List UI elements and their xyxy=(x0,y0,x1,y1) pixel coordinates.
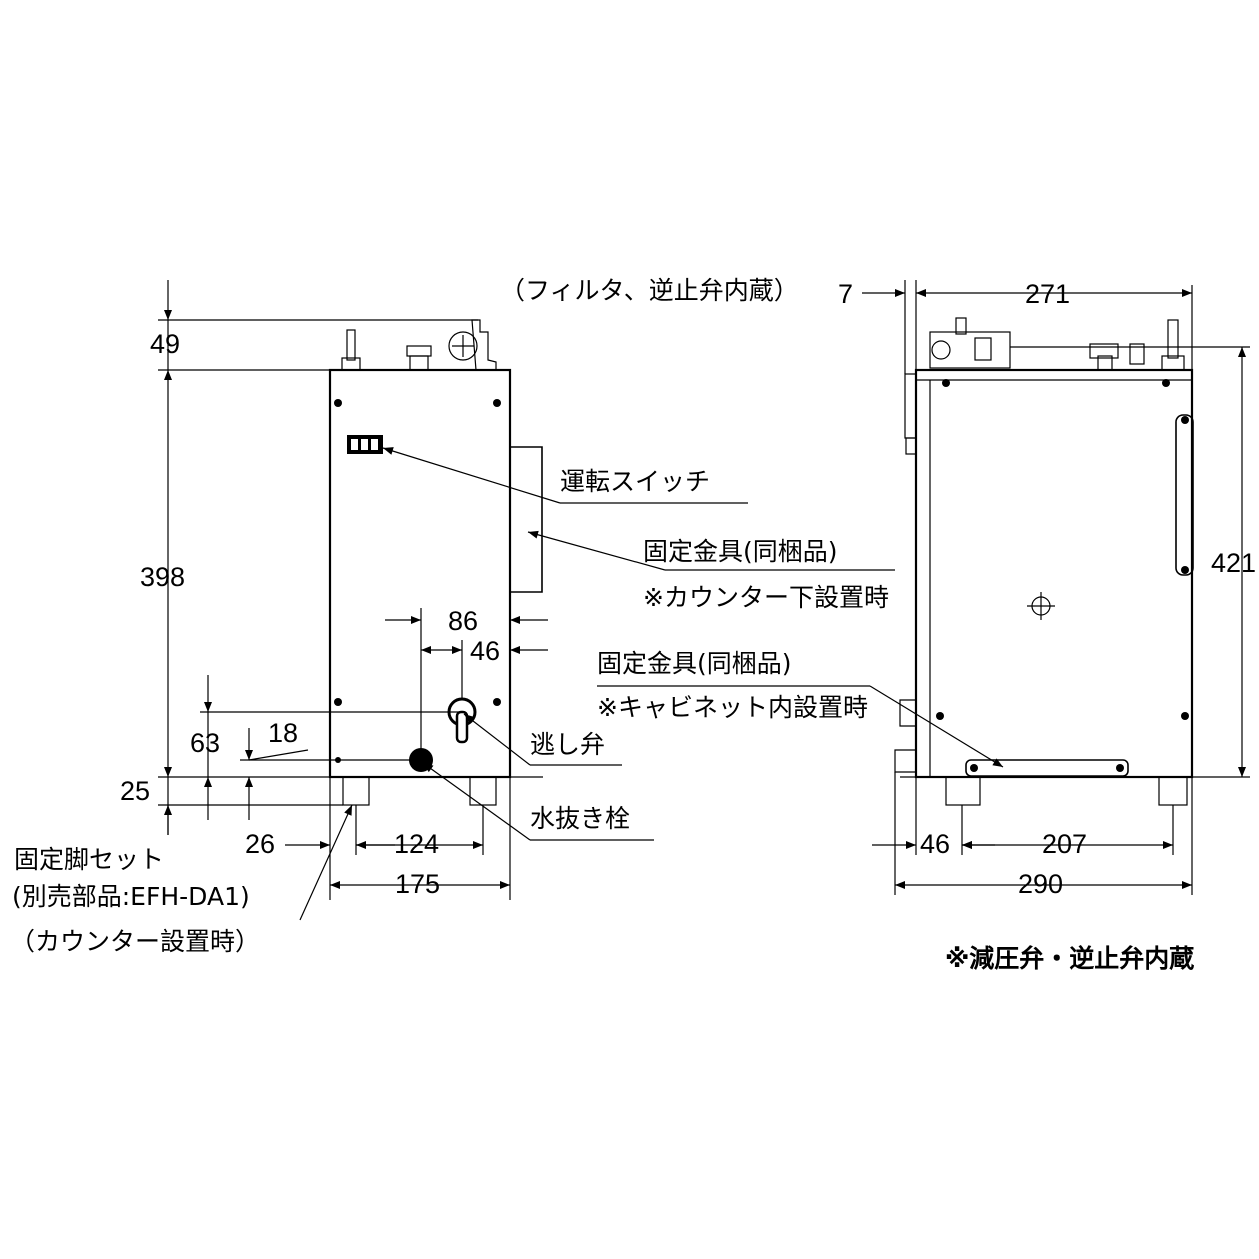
dim-46-side: 46 xyxy=(920,829,950,859)
dim-46-front: 46 xyxy=(470,636,500,666)
side-dimension-lines xyxy=(862,280,1250,895)
leg-set-label-line1: 固定脚セット xyxy=(14,845,164,874)
bracket2-note-label: ※キャビネット内設置時 xyxy=(597,693,868,722)
front-view xyxy=(328,319,543,806)
dim-63: 63 xyxy=(190,728,220,758)
front-dimension-lines xyxy=(158,280,548,900)
bracket2-title-label: 固定金具(同梱品) xyxy=(597,649,792,678)
dim-25: 25 xyxy=(120,776,150,806)
leg-set-label-line3: （カウンター設置時） xyxy=(10,927,260,956)
side-body xyxy=(914,368,1194,779)
dim-398: 398 xyxy=(140,562,185,592)
dim-421: 421 xyxy=(1211,548,1256,578)
relief-valve-label: 逃し弁 xyxy=(530,730,605,759)
dim-124: 124 xyxy=(394,829,439,859)
leg-set-label-line2: (別売部品:EFH-DA1) xyxy=(12,882,250,911)
dim-175: 175 xyxy=(395,869,440,899)
side-bottom-bracket xyxy=(965,759,1129,777)
leader-lines xyxy=(299,447,1004,921)
dim-271: 271 xyxy=(1025,279,1070,309)
dim-290: 290 xyxy=(1018,869,1063,899)
front-body xyxy=(328,368,512,779)
bracket1-title-label: 固定金具(同梱品) xyxy=(643,537,838,566)
dim-49: 49 xyxy=(150,329,180,359)
side-top-fittings xyxy=(929,317,1185,371)
side-left-pipes xyxy=(894,373,917,773)
side-handle-bracket xyxy=(1175,414,1194,576)
dim-18: 18 xyxy=(268,718,298,748)
bracket1-note-label: ※カウンター下設置時 xyxy=(643,583,889,612)
callout-texts: （フィルタ、逆止弁内蔵） 運転スイッチ 固定金具(同梱品) ※カウンター下設置時… xyxy=(10,276,1194,973)
front-top-fittings xyxy=(341,319,497,371)
run-switch-icon xyxy=(347,435,383,454)
side-view xyxy=(894,317,1194,806)
front-fixing-bracket xyxy=(510,446,543,593)
drain-plug-label: 水抜き栓 xyxy=(530,804,630,833)
dim-7: 7 xyxy=(838,279,853,309)
run-switch-label: 運転スイッチ xyxy=(560,467,710,496)
dim-86: 86 xyxy=(448,606,478,636)
center-mark-icon xyxy=(1027,592,1055,620)
footnote-label: ※減圧弁・逆止弁内蔵 xyxy=(945,944,1194,973)
side-screws xyxy=(936,379,1189,720)
side-legs xyxy=(945,776,1188,806)
dim-26: 26 xyxy=(245,829,275,859)
dimension-texts: 49 398 63 18 25 86 46 26 124 175 7 271 4… xyxy=(120,279,1256,899)
dim-207: 207 xyxy=(1042,829,1087,859)
filter-note-label: （フィルタ、逆止弁内蔵） xyxy=(500,276,799,305)
front-legs xyxy=(342,776,497,806)
